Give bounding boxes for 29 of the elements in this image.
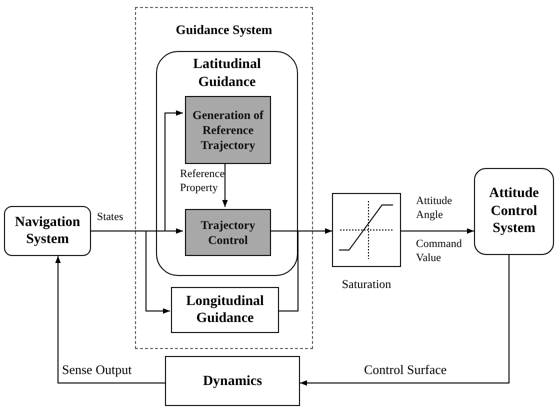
- group-title: Latitudinal Guidance: [192, 56, 262, 91]
- box-label: Attitude Control System: [488, 185, 540, 238]
- box-label: Dynamics: [202, 372, 262, 390]
- box-label: Generation of Reference Trajectory: [192, 108, 265, 152]
- edge-label: States: [97, 211, 124, 225]
- group-box: [135, 7, 313, 349]
- signal-label: Command Value: [416, 238, 463, 266]
- edge-label: Control Surface: [364, 362, 447, 378]
- arrow: [222, 162, 228, 208]
- group-title: Guidance System: [176, 21, 272, 39]
- process-box: [4, 206, 91, 256]
- process-box: [474, 168, 554, 255]
- group-box: [156, 51, 298, 276]
- box-label: Trajectory Control: [200, 218, 256, 248]
- process-box: [185, 96, 271, 164]
- edge-label: Sense Output: [62, 362, 132, 378]
- box-label: Navigation System: [14, 214, 82, 248]
- arrow: [55, 256, 166, 384]
- process-box: [171, 287, 279, 333]
- box-label: Longitudinal Guidance: [185, 292, 265, 328]
- process-box: [165, 356, 300, 406]
- arrow: [90, 230, 170, 314]
- arrow: [300, 254, 510, 386]
- process-box: [185, 209, 271, 256]
- edge-label: Attitude Angle: [416, 195, 454, 222]
- arrow: [400, 228, 474, 234]
- edge-label: Reference Property: [180, 168, 222, 196]
- block-caption: Saturation: [342, 276, 392, 293]
- arrow: [278, 228, 332, 312]
